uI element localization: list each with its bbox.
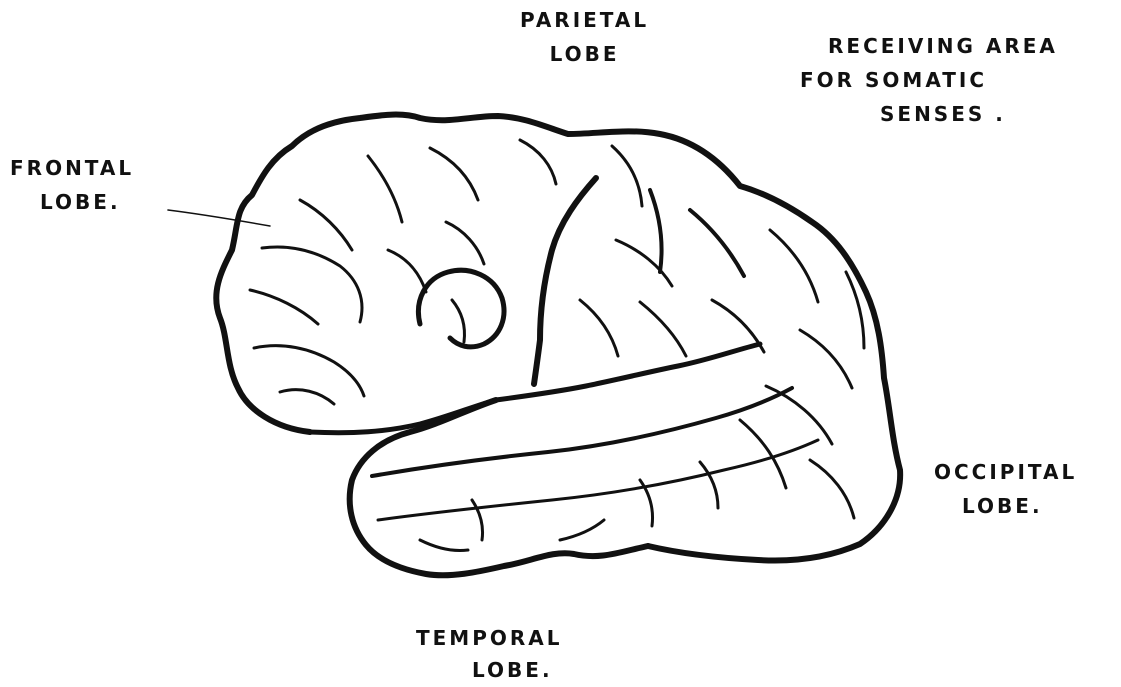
- parietal-line-2: LOBE: [520, 44, 649, 64]
- brain-outline-upper: [216, 115, 900, 561]
- frontal-line-1: FRONTAL: [10, 158, 134, 178]
- receiving-line-3: SENSES .: [880, 104, 1058, 124]
- frontal-leader-line: [168, 210, 270, 226]
- temporal-line-2: LOBE.: [472, 660, 563, 680]
- receiving-line-1: RECEIVING AREA: [828, 36, 1058, 56]
- label-frontal-lobe: FRONTAL LOBE.: [10, 158, 134, 212]
- label-receiving-area: RECEIVING AREA FOR SOMATIC SENSES .: [800, 36, 1058, 124]
- central-sulcus: [534, 178, 596, 384]
- parietal-line-1: PARIETAL: [520, 10, 649, 30]
- label-parietal-lobe: PARIETAL LOBE: [520, 10, 649, 64]
- occipital-line-2: LOBE.: [962, 496, 1077, 516]
- label-occipital-lobe: OCCIPITAL LOBE.: [934, 462, 1077, 516]
- frontal-line-2: LOBE.: [40, 192, 134, 212]
- occipital-line-1: OCCIPITAL: [934, 462, 1077, 482]
- label-temporal-lobe: TEMPORAL LOBE.: [416, 628, 563, 680]
- temporal-line-1: TEMPORAL: [416, 628, 563, 648]
- receiving-line-2: FOR SOMATIC: [800, 70, 1058, 90]
